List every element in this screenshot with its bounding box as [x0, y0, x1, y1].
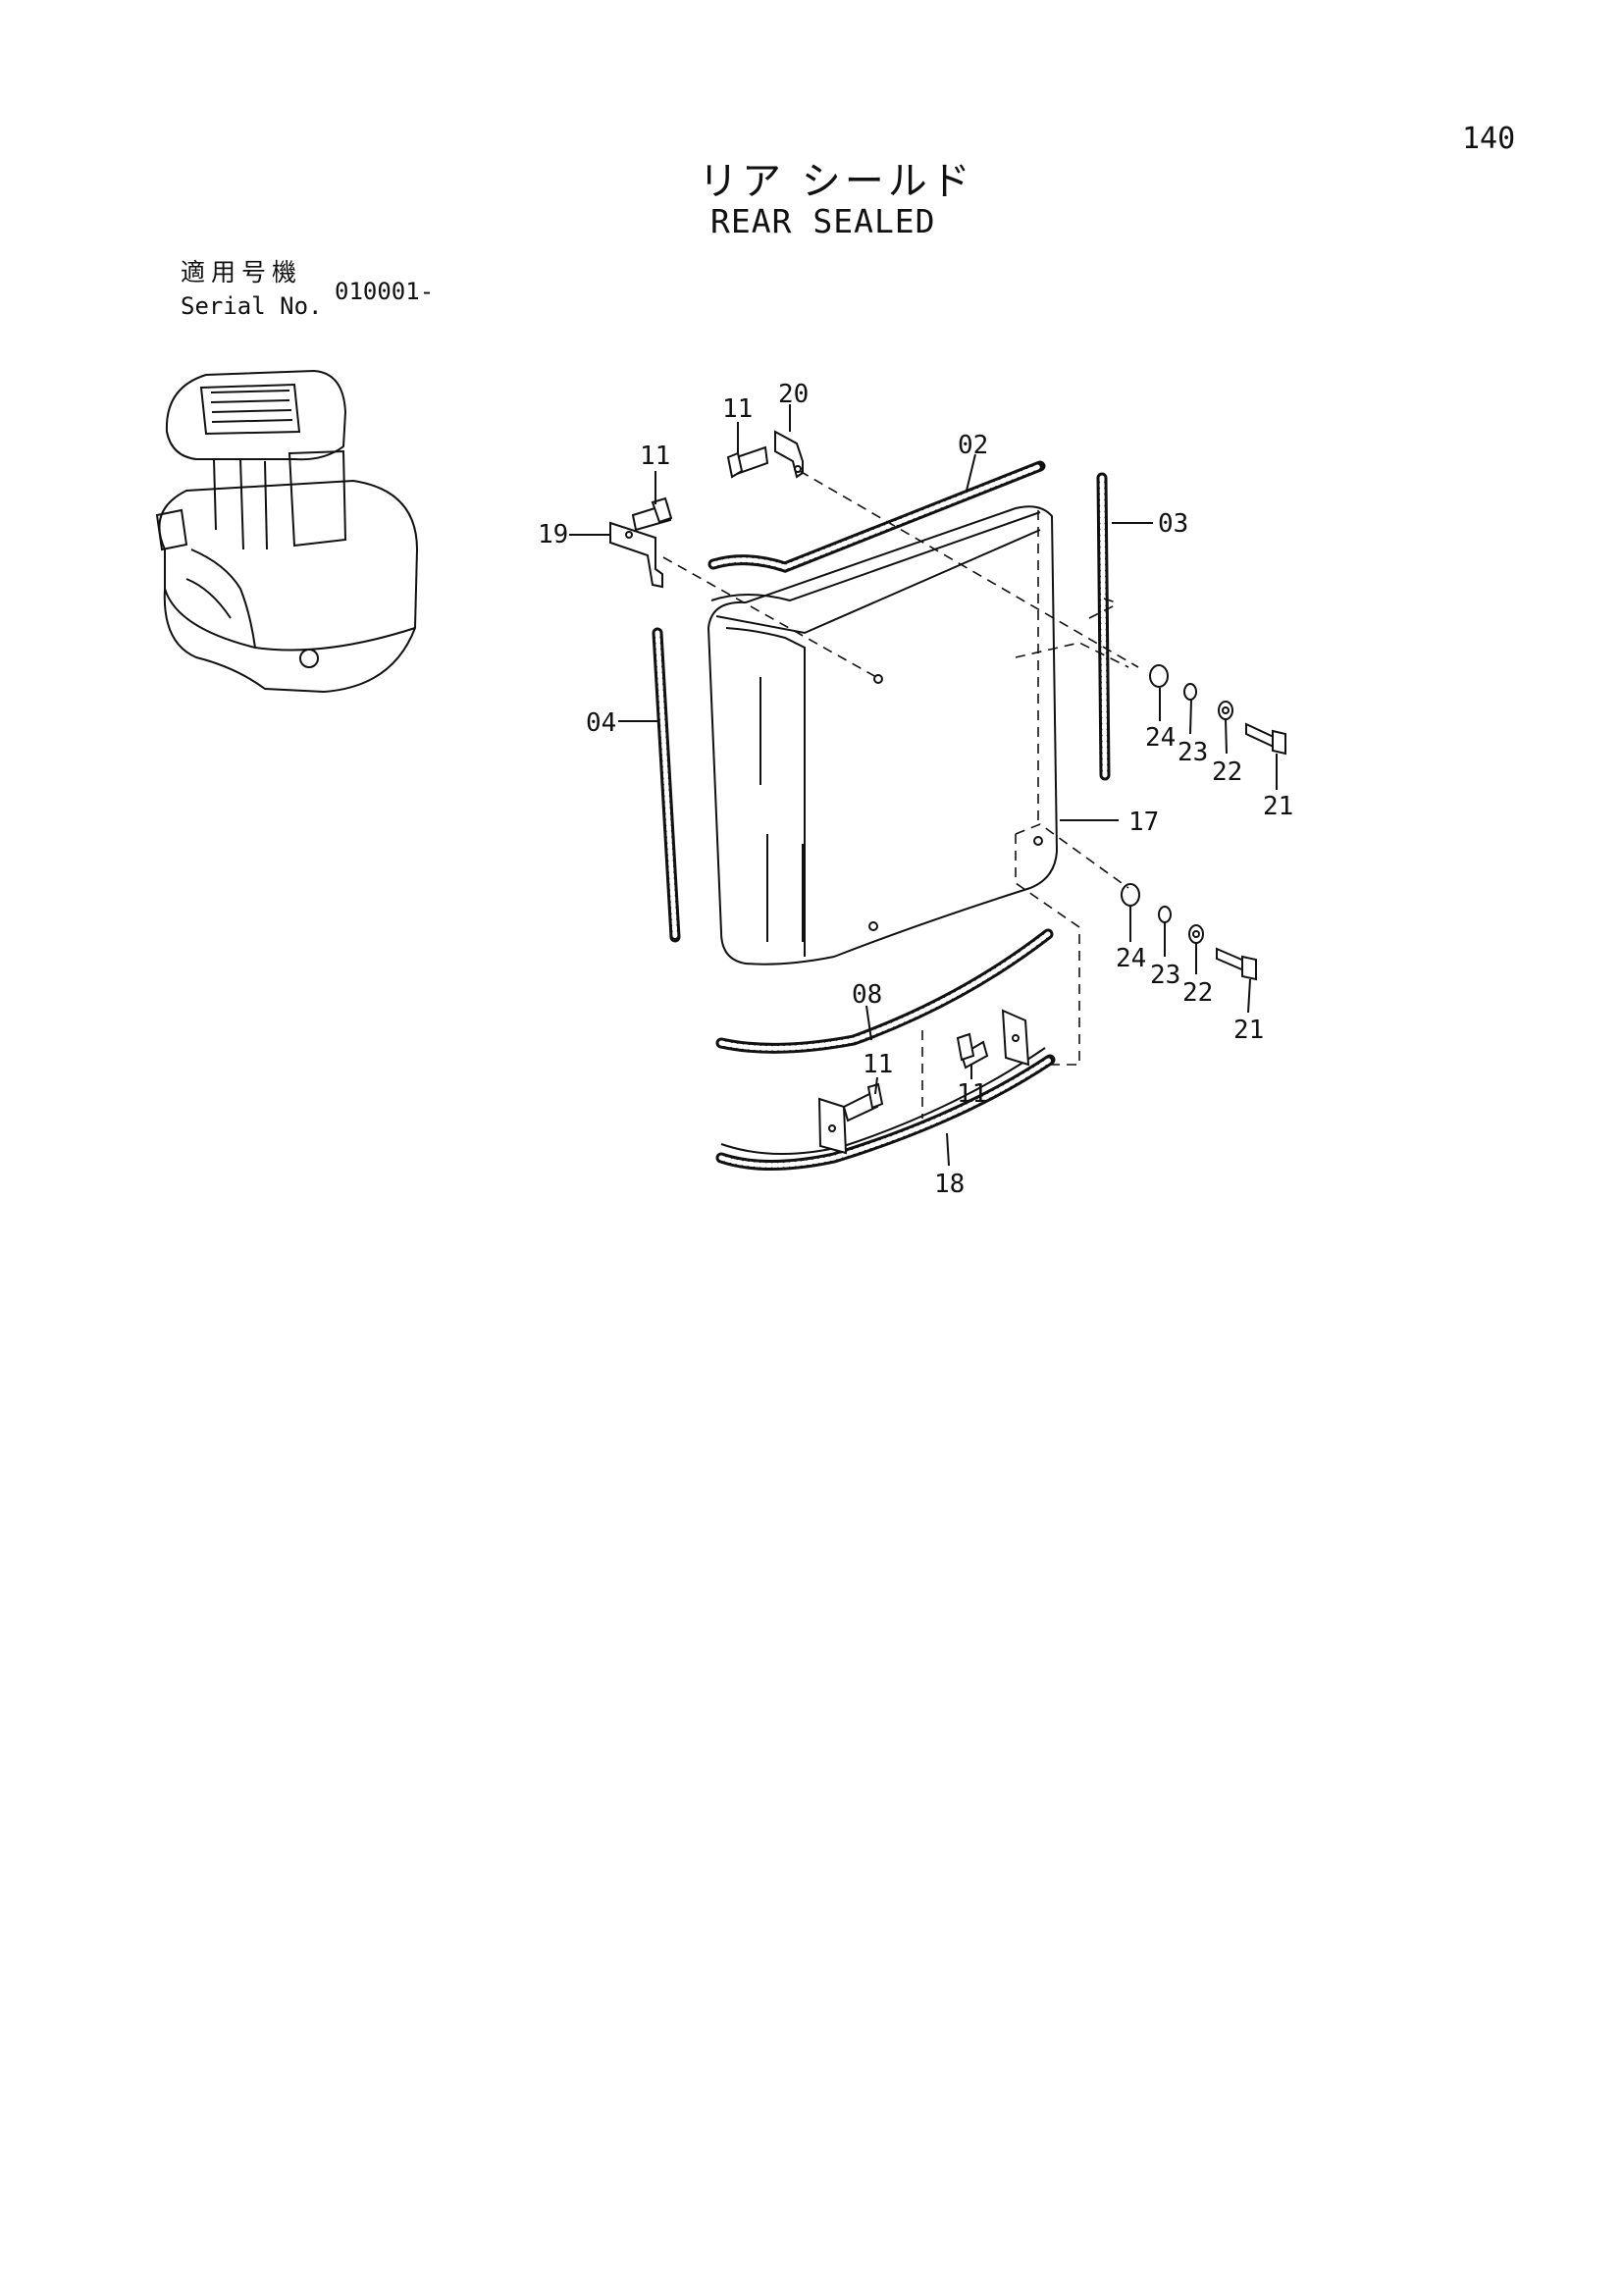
callout-23: 23	[1178, 738, 1208, 767]
callout-24: 24	[1145, 723, 1176, 753]
callout-17: 17	[1128, 808, 1159, 837]
title-japanese: リア シールド	[699, 159, 974, 204]
machine-location-thumbnail	[155, 369, 419, 694]
callout-11: 11	[863, 1050, 893, 1079]
seal-04	[652, 627, 681, 943]
bracket-lower-left	[817, 1097, 848, 1155]
callout-02: 02	[958, 431, 988, 460]
callout-23: 23	[1150, 961, 1180, 990]
serial-label-english: Serial No.	[181, 292, 323, 320]
seal-03	[1096, 472, 1111, 781]
callout-22: 22	[1182, 978, 1213, 1008]
seal-02	[707, 460, 1046, 602]
page-number: 140	[1462, 122, 1516, 156]
callout-11: 11	[957, 1079, 987, 1109]
assembly-lines	[662, 470, 1139, 1119]
title-english: REAR SEALED	[710, 202, 936, 240]
callout-21: 21	[1233, 1016, 1264, 1045]
callout-08: 08	[852, 980, 882, 1010]
callout-21: 21	[1263, 792, 1293, 821]
bracket-20	[774, 430, 804, 479]
bracket-lower-right	[1001, 1009, 1030, 1067]
rear-shield-panel	[707, 505, 1059, 965]
bracket-19	[609, 521, 663, 589]
callout-03: 03	[1158, 509, 1188, 539]
callout-24: 24	[1116, 944, 1146, 973]
fastener-set-upper	[1149, 664, 1286, 756]
callout-18: 18	[934, 1170, 965, 1199]
callout-22: 22	[1212, 757, 1242, 787]
seal-18	[715, 1047, 1056, 1171]
serial-number-value: 010001-	[335, 278, 435, 305]
callout-11: 11	[640, 442, 670, 471]
callout-labels: 11 20 02 11 19 03 04 24 23 22 21 17 24 2…	[538, 380, 1293, 1199]
seal-08	[715, 928, 1054, 1054]
leader-lines	[569, 404, 1278, 1167]
callout-20: 20	[778, 380, 809, 409]
callout-19: 19	[538, 520, 568, 549]
bolt-11	[631, 445, 989, 1122]
callout-04: 04	[586, 708, 616, 738]
serial-label-japanese: 適用号機	[181, 258, 303, 287]
callout-11: 11	[722, 394, 753, 424]
